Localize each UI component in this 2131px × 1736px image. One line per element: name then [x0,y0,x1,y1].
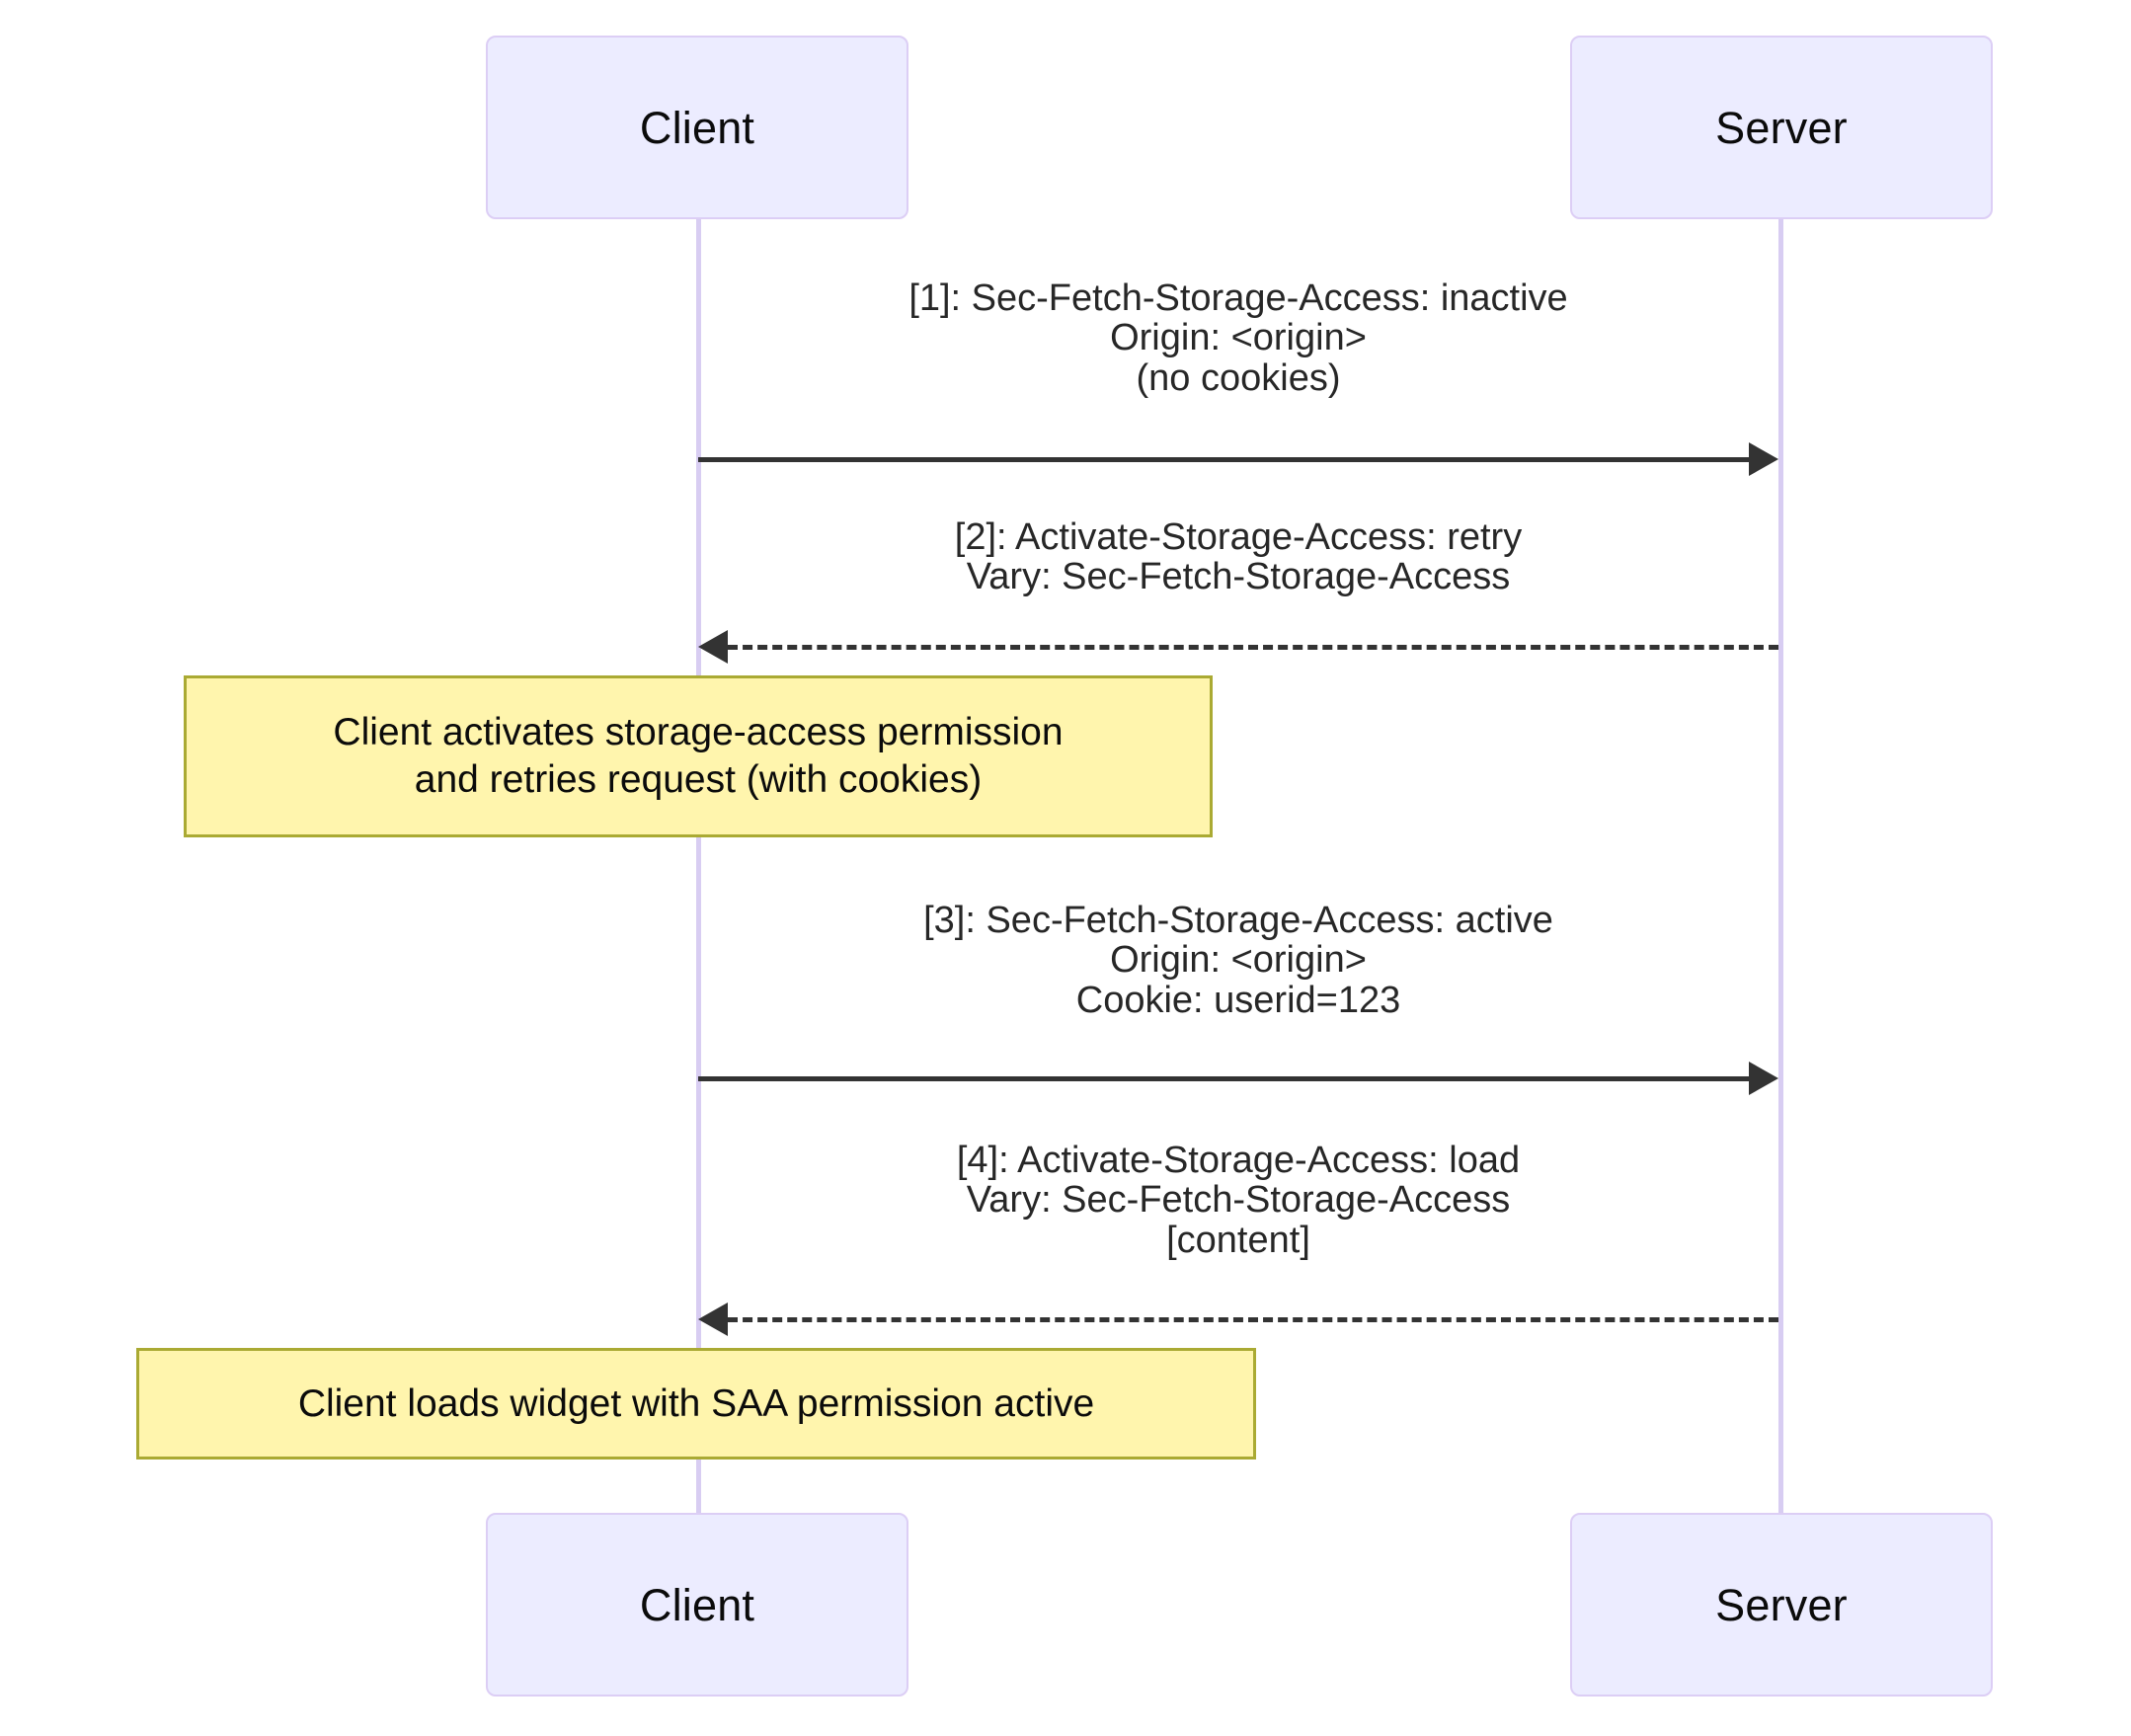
participant-server-bottom-label: Server [1715,1579,1848,1630]
message-2-line [728,645,1778,650]
message-4-label: [4]: Activate-Storage-Access: load Vary:… [956,1140,1521,1261]
message-1-arrowhead [1749,442,1778,476]
participant-server-top-label: Server [1715,102,1848,153]
message-1-line [698,457,1751,462]
message-3-label: [3]: Sec-Fetch-Storage-Access: active Or… [923,900,1553,1021]
participant-server-bottom[interactable]: Server [1570,1513,1993,1697]
note-client-activates: Client activates storage-access permissi… [184,675,1213,837]
message-1-label: [1]: Sec-Fetch-Storage-Access: inactive … [908,277,1568,399]
message-3-arrowhead [1749,1062,1778,1095]
message-4-arrowhead [698,1302,728,1336]
participant-client-bottom[interactable]: Client [486,1513,908,1697]
participant-client-bottom-label: Client [639,1579,755,1630]
message-2-label: [2]: Activate-Storage-Access: retry Vary… [954,516,1523,598]
participant-client-top[interactable]: Client [486,36,908,219]
participant-client-top-label: Client [639,102,755,153]
note-client-activates-text: Client activates storage-access permissi… [333,711,1064,801]
message-2-arrowhead [698,630,728,664]
note-client-loads-widget-text: Client loads widget with SAA permission … [297,1381,1095,1425]
lifeline-server [1778,219,1783,1515]
message-3-line [698,1076,1751,1081]
participant-server-top[interactable]: Server [1570,36,1993,219]
message-4-line [728,1317,1778,1322]
lifeline-client [696,219,701,1515]
note-client-loads-widget: Client loads widget with SAA permission … [136,1348,1256,1460]
